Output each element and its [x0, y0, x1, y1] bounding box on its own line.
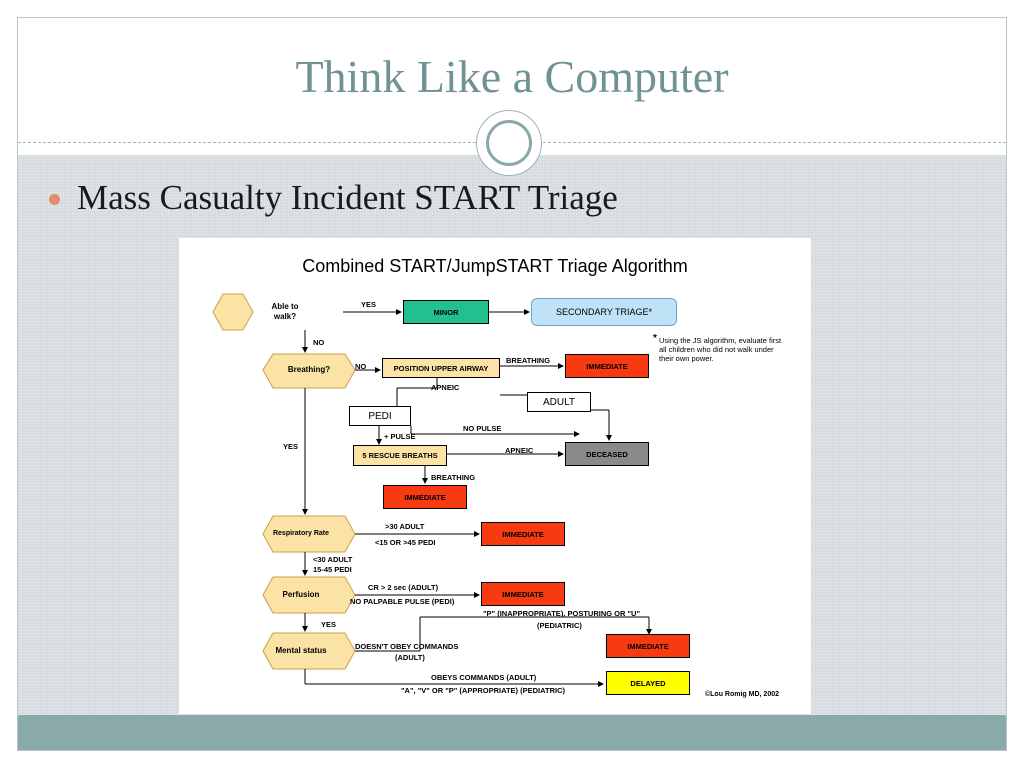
- perf-yes-label: YES: [321, 620, 337, 629]
- delayed-box: DELAYED: [606, 671, 690, 695]
- minor-box: MINOR: [403, 300, 489, 324]
- credit-text: ©Lou Romig MD, 2002: [705, 691, 779, 698]
- pedi-box: PEDI: [349, 406, 411, 426]
- immediate-box-1: IMMEDIATE: [565, 354, 649, 378]
- diagram-connectors: [212, 293, 652, 687]
- walk-label: Able to walk?: [271, 302, 299, 321]
- jumpstart-note: Using the JS algorithm, evaluate first a…: [659, 336, 782, 363]
- rr-ok-adult-label: <30 ADULT: [313, 555, 353, 564]
- bullet-text: Mass Casualty Incident START Triage: [77, 178, 618, 217]
- ped-inappropriate-label: "P" (INAPPROPRIATE), POSTURING OR "U": [483, 609, 641, 618]
- mental-label: Mental status: [275, 646, 327, 655]
- plus-pulse-label: + PULSE: [384, 432, 416, 441]
- adult-box: ADULT: [527, 392, 591, 412]
- immediate-box-2: IMMEDIATE: [383, 485, 467, 509]
- walk-no-label: NO: [313, 338, 325, 347]
- diagram-title: Combined START/JumpSTART Triage Algorith…: [302, 256, 688, 276]
- breath-yes-label: YES: [283, 442, 299, 451]
- apneic-label-2: APNEIC: [505, 446, 534, 455]
- rr-pedi-label: <15 OR >45 PEDI: [375, 538, 436, 547]
- resp-rate-label: Respiratory Rate: [272, 530, 330, 537]
- position-airway-box: POSITION UPPER AIRWAY: [382, 358, 500, 378]
- perfusion-label: Perfusion: [282, 590, 320, 599]
- note-asterisk: *: [653, 333, 657, 344]
- perf-adult-label: CR > 2 sec (ADULT): [368, 583, 439, 592]
- footer-band: [18, 715, 1006, 750]
- walk-yes-label: YES: [361, 300, 377, 309]
- immediate-box-4: IMMEDIATE: [481, 582, 565, 606]
- breathing-label-1: BREATHING: [506, 356, 551, 365]
- walk-decision: [212, 293, 254, 331]
- perfusion-decision: [262, 576, 356, 614]
- obey-adult-label: OBEYS COMMANDS (ADULT): [431, 673, 537, 682]
- no-obey-adult-label: (ADULT): [395, 653, 425, 662]
- rescue-breaths-box: 5 RESCUE BREATHS: [353, 445, 447, 466]
- deceased-box: DECEASED: [565, 442, 649, 466]
- breathing-decision: [262, 353, 356, 389]
- breathing-label-2: BREATHING: [431, 473, 476, 482]
- perf-pedi-label: NO PALPABLE PULSE (PEDI): [350, 597, 455, 606]
- slide-title: Think Like a Computer: [295, 51, 729, 102]
- immediate-box-3: IMMEDIATE: [481, 522, 565, 546]
- immediate-box-5: IMMEDIATE: [606, 634, 690, 658]
- breath-no-label: NO: [355, 362, 367, 371]
- rr-ok-pedi-label: 15-45 PEDI: [313, 565, 352, 574]
- no-pulse-label: NO PULSE: [463, 424, 502, 433]
- mental-decision: [262, 632, 356, 670]
- rr-adult-label: >30 ADULT: [385, 522, 425, 531]
- apneic-label-1: APNEIC: [431, 383, 460, 392]
- secondary-triage-box: SECONDARY TRIAGE*: [531, 298, 677, 326]
- breathing-label: Breathing?: [287, 365, 331, 374]
- resp-rate-decision: [262, 515, 356, 553]
- obey-pedi-label: "A", "V" OR "P" (APPROPRIATE) (PEDIATRIC…: [401, 686, 565, 695]
- ped-tag-label: (PEDIATRIC): [537, 621, 582, 630]
- triage-diagram: Combined START/JumpSTART Triage Algorith…: [179, 238, 811, 714]
- divider-ornament-ring-icon: [486, 120, 532, 166]
- no-obey-label: DOESN'T OBEY COMMANDS: [355, 642, 459, 651]
- bullet-icon: [49, 194, 60, 205]
